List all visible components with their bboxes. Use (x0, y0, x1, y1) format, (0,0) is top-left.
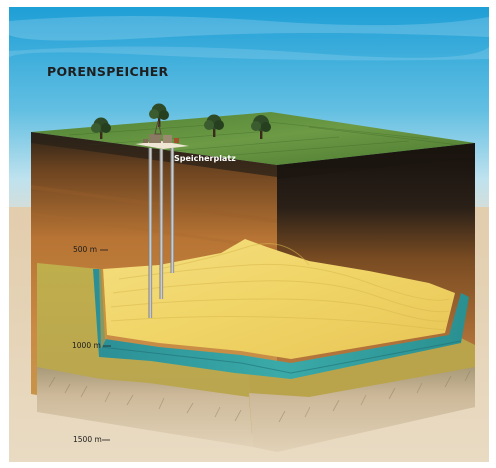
well-pipe-icon (148, 148, 153, 318)
diagram-frame: PORENSPEICHER (9, 7, 489, 462)
depth-label-1500: 1500 m (73, 435, 102, 444)
earth-stratum (31, 212, 277, 250)
tree-icon (91, 117, 111, 139)
depth-label-500: 500 m (73, 245, 97, 254)
diagram-title: PORENSPEICHER (47, 64, 169, 79)
water-boundary-line (100, 340, 462, 374)
cloud-streak (9, 46, 489, 63)
well-pipe-icon (159, 149, 164, 299)
reservoir-strata (110, 243, 450, 330)
porous-storage-diagram: PORENSPEICHER (9, 7, 489, 462)
grass-surface (31, 112, 475, 165)
well-pipe-icon (170, 148, 175, 273)
storage-site-pad (135, 141, 189, 149)
bedrock-layer-left (37, 367, 253, 447)
earth-stratum (31, 185, 277, 223)
tree-icon (204, 114, 224, 137)
tree-icon (251, 115, 271, 139)
bedrock-layer-right (249, 367, 475, 452)
topsoil-rim-left (31, 132, 277, 177)
bedrock-texture (48, 370, 471, 423)
reservoir-cut-edge (99, 269, 107, 349)
depth-label-1000: 1000 m (72, 341, 101, 350)
storage-site-label: Speicherplatz (174, 154, 236, 163)
water-bearing-layer (93, 269, 469, 379)
drilling-rig-icon (143, 120, 179, 143)
tree-icon (149, 103, 169, 127)
topsoil-rim-right (277, 143, 475, 179)
cloud-streak (9, 16, 489, 41)
